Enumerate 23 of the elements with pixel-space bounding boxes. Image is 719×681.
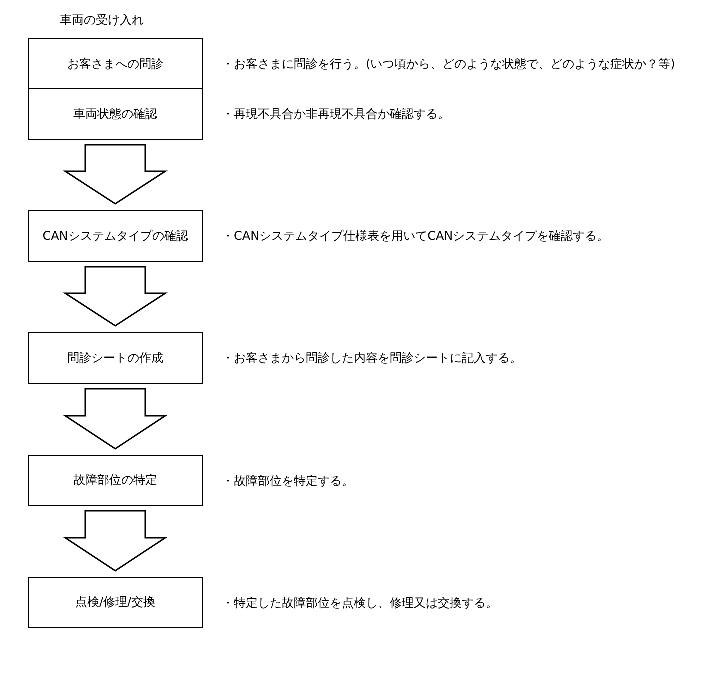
- block-arrow: [63, 510, 168, 572]
- description-text: ・故障部位を特定する。: [222, 472, 354, 490]
- description-text: ・お客さまから問診した内容を問診シートに記入する。: [222, 350, 522, 367]
- process-box: [28, 455, 203, 506]
- box-label: お客さまへの問診: [68, 56, 164, 72]
- block-arrow: [63, 388, 168, 450]
- process-box: [28, 38, 203, 90]
- description-text: ・CANシステムタイプ仕様表を用いてCANシステムタイプを確認する。: [222, 228, 610, 245]
- box-label: 問診シートの作成: [68, 350, 164, 366]
- description-text: ・再現不具合か非再現不具合か確認する。: [222, 106, 450, 123]
- title: 車両の受け入れ: [60, 12, 144, 29]
- description-text: ・特定した故障部位を点検し、修理又は交換する。: [222, 594, 498, 612]
- box-label: 点検/修理/交換: [75, 594, 156, 611]
- box-label: CANシステムタイプの確認: [42, 228, 188, 244]
- box-label: 故障部位の特定: [74, 472, 158, 489]
- block-arrow: [62, 144, 168, 205]
- process-box: [28, 577, 203, 628]
- description-text: ・お客さまに問診を行う。(いつ頃から、どのような状態で、どのような症状か？等): [222, 56, 676, 73]
- process-box: [28, 332, 203, 384]
- process-box: [28, 88, 203, 140]
- process-box: [28, 210, 203, 262]
- block-arrow: [62, 266, 168, 327]
- box-label: 車両状態の確認: [74, 106, 158, 122]
